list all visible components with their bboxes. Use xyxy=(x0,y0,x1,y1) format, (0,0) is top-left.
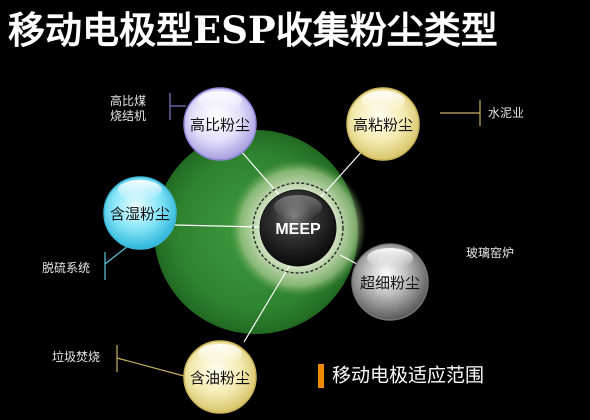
node-wet: 含湿粉尘 xyxy=(103,176,177,250)
center-ring xyxy=(252,182,344,274)
node-high-viscosity: 高粘粉尘 xyxy=(346,87,420,161)
page-title: 移动电极型ESP收集粉尘类型 xyxy=(8,8,498,52)
center-node: MEEP xyxy=(259,189,337,267)
connector-wet xyxy=(174,224,263,228)
legend: 移动电极适应范围 xyxy=(318,362,484,388)
center-label: MEEP xyxy=(275,221,321,238)
node-high-resistivity: 高比粉尘 xyxy=(183,87,257,161)
legend-text: 移动电极适应范围 xyxy=(332,364,485,387)
node-oily: 含油粉尘 xyxy=(183,340,257,414)
node-wet-label: 含湿粉尘 xyxy=(110,205,170,223)
connector-oily xyxy=(243,264,291,343)
label-coal-line1: 高比煤 xyxy=(110,94,147,108)
legend-swatch xyxy=(318,363,324,388)
label-incineration: 垃圾焚烧 xyxy=(52,350,101,364)
label-glass: 玻璃窑炉 xyxy=(466,246,515,260)
bracket-incineration-link xyxy=(116,357,185,377)
node-high-viscosity-label: 高粘粉尘 xyxy=(353,116,413,134)
node-oily-label: 含油粉尘 xyxy=(190,369,250,387)
node-ultrafine-label: 超细粉尘 xyxy=(360,274,420,292)
label-cement: 水泥业 xyxy=(488,106,525,120)
node-ultrafine: 超细粉尘 xyxy=(351,243,429,321)
label-desulfurization: 脱硫系统 xyxy=(42,261,91,275)
connector-high-viscosity xyxy=(319,147,366,199)
label-coal-line2: 烧结机 xyxy=(110,109,147,123)
node-high-resistivity-label: 高比粉尘 xyxy=(190,116,250,134)
bracket-desulfurization-link xyxy=(104,245,129,265)
label-coal: 高比煤 烧结机 xyxy=(110,94,146,124)
